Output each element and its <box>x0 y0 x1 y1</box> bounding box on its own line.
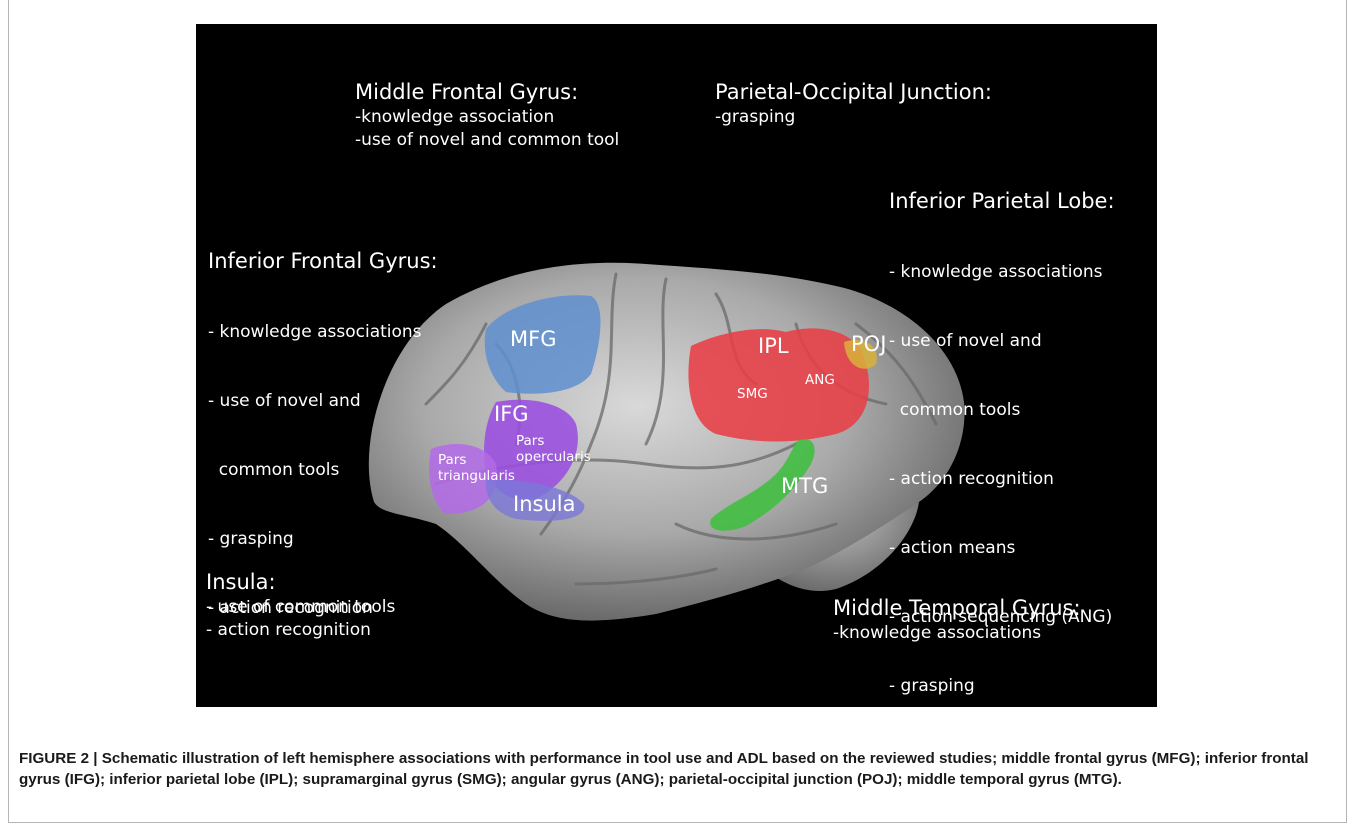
label-poj: POJ <box>851 334 886 355</box>
annotation-ipl-item: - use of novel and <box>889 330 1115 353</box>
label-pars-triangularis-line: Pars <box>438 452 515 468</box>
annotation-poj-title: Parietal-Occipital Junction: <box>715 79 992 106</box>
label-smg: SMG <box>737 386 768 402</box>
annotation-ifg-item: common tools <box>208 459 438 482</box>
caption-label: FIGURE 2 | <box>19 750 98 767</box>
annotation-poj-item: -grasping <box>715 106 992 129</box>
annotation-insula: Insula: - use of common tools - action r… <box>206 569 395 642</box>
annotation-mfg-item: -use of novel and common tool <box>355 129 619 152</box>
annotation-ifg-item: - use of novel and <box>208 390 438 413</box>
annotation-mtg-item: -knowledge associations <box>833 622 1081 645</box>
label-pars-opercularis-line: Pars <box>516 433 591 449</box>
annotation-mtg: Middle Temporal Gyrus: -knowledge associ… <box>833 595 1081 645</box>
annotation-poj: Parietal-Occipital Junction: -grasping <box>715 79 992 129</box>
annotation-ipl-title: Inferior Parietal Lobe: <box>889 188 1115 215</box>
label-mtg: MTG <box>781 476 828 497</box>
label-mfg: MFG <box>510 329 556 350</box>
label-pars-opercularis: Pars opercularis <box>516 433 591 465</box>
annotation-ipl-item: - action means <box>889 537 1115 560</box>
brain-figure: Middle Frontal Gyrus: -knowledge associa… <box>196 24 1157 707</box>
annotation-insula-title: Insula: <box>206 569 395 596</box>
label-pars-triangularis-line: triangularis <box>438 468 515 484</box>
annotation-mfg: Middle Frontal Gyrus: -knowledge associa… <box>355 79 619 152</box>
label-insula: Insula <box>513 494 575 515</box>
annotation-ipl-item: - knowledge associations <box>889 261 1115 284</box>
label-ifg: IFG <box>494 404 529 425</box>
annotation-ifg-item: - knowledge associations <box>208 321 438 344</box>
label-pars-triangularis: Pars triangularis <box>438 452 515 484</box>
label-ipl: IPL <box>758 336 789 357</box>
annotation-ifg-title: Inferior Frontal Gyrus: <box>208 248 438 275</box>
caption-text: Schematic illustration of left hemispher… <box>19 750 1309 788</box>
annotation-mtg-title: Middle Temporal Gyrus: <box>833 595 1081 622</box>
annotation-ipl-item: - grasping <box>889 675 1115 698</box>
label-ang: ANG <box>805 372 835 388</box>
annotation-insula-item: - use of common tools <box>206 596 395 619</box>
label-pars-opercularis-line: opercularis <box>516 449 591 465</box>
annotation-insula-item: - action recognition <box>206 619 395 642</box>
annotation-mfg-item: -knowledge association <box>355 106 619 129</box>
annotation-ifg-item: - grasping <box>208 528 438 551</box>
annotation-mfg-title: Middle Frontal Gyrus: <box>355 79 619 106</box>
annotation-ipl-item: common tools <box>889 399 1115 422</box>
figure-caption: FIGURE 2 | Schematic illustration of lef… <box>19 748 1319 790</box>
annotation-ipl-item: - action recognition <box>889 468 1115 491</box>
